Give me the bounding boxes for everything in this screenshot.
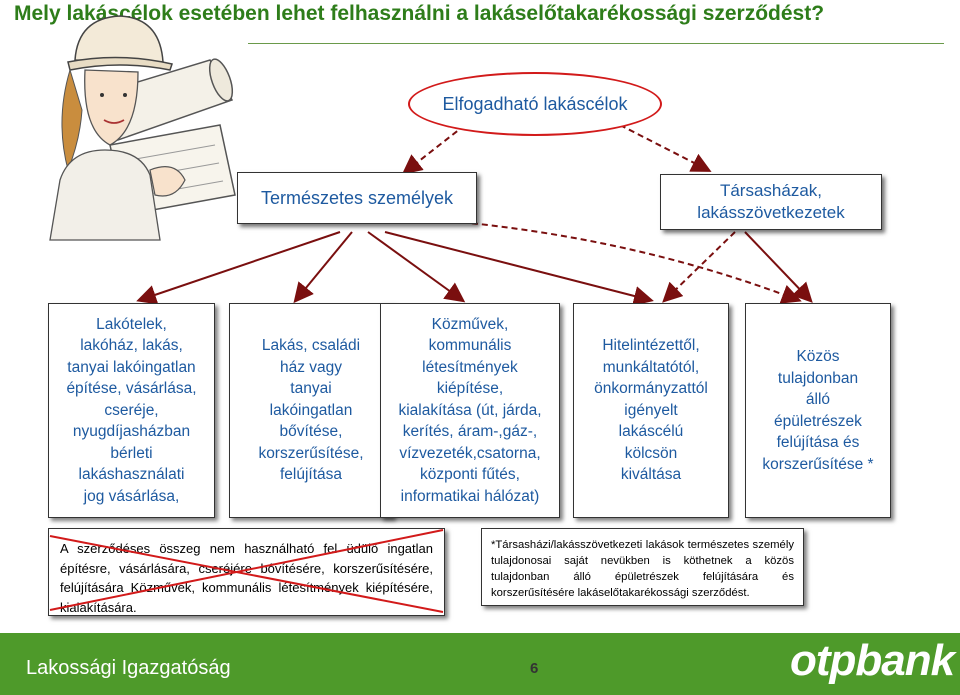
category-line: Közművek, — [431, 315, 509, 333]
excluded-purposes-note: A szerződéses összeg nem használható fel… — [48, 528, 445, 616]
root-node-acceptable-purposes: Elfogadható lakáscélok — [408, 72, 662, 136]
category-line: munkáltatótól, — [602, 358, 700, 376]
category-line: Lakótelek, — [96, 315, 167, 333]
excluded-purposes-text: A szerződéses összeg nem használható fel… — [60, 541, 433, 615]
footnote-note: *Társasházi/lakásszövetkezeti lakások te… — [481, 528, 804, 606]
otp-logo-wordmark: otpbank — [790, 636, 955, 686]
category-line: lakáscélú — [618, 423, 684, 441]
category-line: informatikai hálózat) — [400, 487, 540, 505]
title-divider — [248, 43, 944, 44]
category-line: nyugdíjasházban — [72, 423, 191, 441]
arrow-root-corporate — [619, 124, 712, 172]
category-line: jog vásárlása, — [83, 487, 180, 505]
category-line: tanyai lakóingatlan — [67, 358, 196, 376]
category-line: tulajdonban — [777, 369, 859, 387]
category-line: központi fűtés, — [420, 466, 520, 484]
category-land-house-purchase: Lakótelek, lakóház, lakás, tanyai lakóin… — [48, 303, 215, 518]
category-line: korszerűsítése * — [762, 455, 874, 473]
category-common-property: Közös tulajdonban álló épületrészek felú… — [745, 303, 891, 518]
category-line: önkormányzattól — [594, 380, 708, 398]
arrow-root-persons — [401, 124, 466, 175]
category-line: épületrészek — [774, 412, 862, 430]
arrow-persons-cat4 — [384, 231, 654, 306]
category-line: igényelt — [624, 401, 678, 419]
category-line: kerítés, áram-,gáz-, — [402, 423, 538, 441]
category-line: lakóingatlan — [269, 401, 353, 419]
category-utilities: Közművek, kommunális létesítmények kiépí… — [380, 303, 560, 518]
category-loan-refinancing: Hitelintézettől, munkáltatótól, önkormán… — [573, 303, 729, 518]
architect-illustration-icon — [49, 15, 236, 241]
arrow-corporate-cat4 — [662, 231, 736, 303]
node-corporate-line-1: Társasházak, — [719, 181, 823, 200]
category-line: létesítmények — [422, 358, 518, 376]
category-line: kölcsön — [624, 444, 678, 462]
category-line: vízvezeték,csatorna, — [399, 444, 541, 462]
category-line: korszerűsítése, — [258, 444, 364, 462]
footnote-text: *Társasházi/lakásszövetkezeti lakások te… — [491, 539, 794, 599]
category-line: bérleti — [110, 444, 153, 462]
page-title: Mely lakáscélok esetében lehet felhaszná… — [14, 2, 825, 25]
category-line: Közös — [796, 348, 840, 365]
category-line: kiváltása — [620, 466, 682, 484]
node-condominiums-cooperatives: Társasházak, lakásszövetkezetek — [660, 174, 882, 230]
category-line: lakóház, lakás, — [80, 337, 183, 355]
category-line: kiépítése, — [436, 380, 504, 398]
category-line: felújítása és — [776, 434, 860, 451]
category-extension-renovation: Lakás, családi ház vagy tanyai lakóingat… — [229, 303, 393, 518]
category-line: építése, vásárlása, — [66, 380, 197, 398]
arrow-persons-cat1 — [136, 231, 341, 305]
arrow-persons-cat2 — [293, 231, 353, 304]
page-number: 6 — [530, 660, 539, 677]
category-line: felújítása — [279, 466, 343, 484]
category-line: ház vagy — [279, 358, 343, 376]
category-line: Hitelintézettől, — [602, 337, 700, 355]
node-natural-persons: Természetes személyek — [237, 172, 477, 224]
footer-bar — [0, 633, 960, 695]
category-line: álló — [805, 391, 831, 408]
category-line: kialakítása (út, járda, — [398, 401, 542, 419]
category-line: lakáshasználati — [78, 466, 185, 484]
category-line: cseréje, — [104, 401, 159, 419]
logo-text: otpbank — [790, 636, 955, 685]
arrow-persons-cat3 — [367, 231, 466, 303]
node-corporate-line-2: lakásszövetkezetek — [697, 203, 845, 222]
category-line: Lakás, családi — [261, 337, 361, 355]
category-line: bővítése, — [279, 423, 343, 441]
category-line: kommunális — [428, 337, 512, 355]
category-line: tanyai — [290, 380, 332, 398]
footer-department-label: Lakossági Igazgatóság — [26, 657, 231, 679]
arrow-corporate-cat5 — [744, 231, 813, 303]
